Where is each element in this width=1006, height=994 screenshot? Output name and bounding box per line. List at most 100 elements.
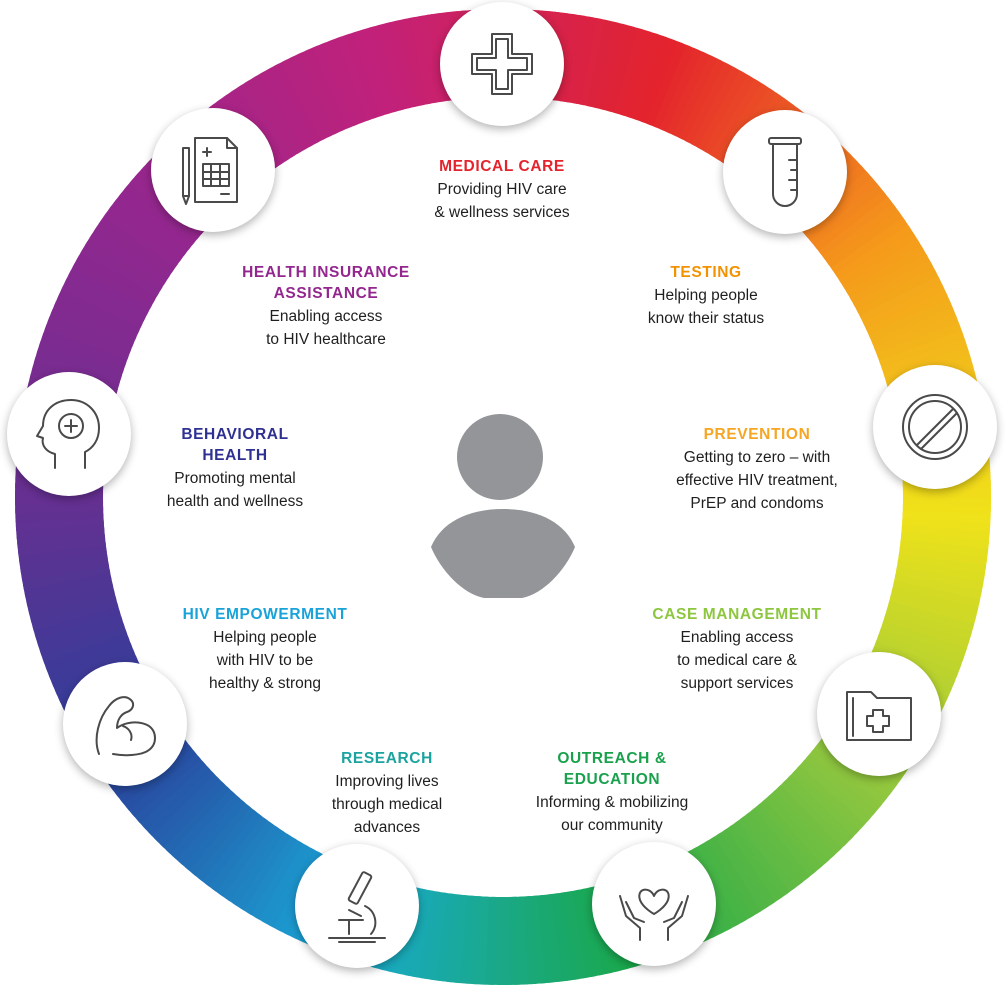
ring-segment xyxy=(103,205,183,268)
service-outreach-education: OUTREACH & EDUCATION Informing & mobiliz… xyxy=(536,748,688,836)
ring-segment xyxy=(633,35,676,123)
service-title: PREVENTION xyxy=(703,426,811,443)
ring-segment xyxy=(806,749,882,815)
service-title: MEDICAL CARE xyxy=(439,158,565,175)
service-title: HEALTH xyxy=(202,447,268,464)
ring-segment xyxy=(136,761,211,830)
test-tube-icon xyxy=(723,110,847,234)
ring-segment xyxy=(818,196,897,260)
pill-icon xyxy=(873,365,997,489)
ring-segment xyxy=(225,826,285,907)
ring-segment xyxy=(838,231,920,289)
ring-segment xyxy=(185,800,251,876)
service-title: TESTING xyxy=(670,264,742,281)
ring-segment xyxy=(734,816,797,896)
ring-segment xyxy=(740,812,804,891)
service-title: BEHAVIORAL xyxy=(181,426,289,443)
service-desc-line: PrEP and condoms xyxy=(690,495,824,512)
service-desc-line: through medical xyxy=(331,796,443,813)
ring-segment xyxy=(761,794,830,869)
ring-segment xyxy=(211,817,274,897)
service-title: CASE MANAGEMENT xyxy=(652,606,822,623)
ring-segment xyxy=(853,260,937,314)
ring-segment xyxy=(125,750,201,817)
service-desc-line: support services xyxy=(680,675,794,692)
ring-segment xyxy=(705,836,762,919)
ring-segment xyxy=(232,829,291,911)
ring-segment xyxy=(810,743,888,809)
service-desc-line: health and wellness xyxy=(166,493,304,510)
ring-segment xyxy=(792,764,866,834)
service-health-insurance-assistance: HEALTH INSURANCE ASSISTANCE Enabling acc… xyxy=(242,262,410,350)
ring-segment xyxy=(717,828,776,910)
ring-segment xyxy=(805,177,881,244)
service-desc-line: Informing & mobilizing xyxy=(535,794,689,811)
service-prevention: PREVENTION Getting to zero – with effect… xyxy=(676,424,838,514)
service-title: ASSISTANCE xyxy=(273,285,379,302)
ring-segment xyxy=(131,755,206,824)
ring-segment xyxy=(178,795,246,871)
service-desc-line: Enabling access xyxy=(680,629,794,646)
ring-segment xyxy=(244,75,301,158)
ring-segment xyxy=(166,786,236,860)
ring-segment xyxy=(160,781,230,854)
ring-segment xyxy=(113,192,191,256)
ring-segment xyxy=(154,776,225,848)
ring-segment xyxy=(787,770,860,840)
ring-segment xyxy=(98,212,178,274)
ring-segment xyxy=(822,203,902,266)
ring-segment xyxy=(148,771,220,842)
ring-segment xyxy=(124,179,200,245)
service-desc-line: to HIV healthcare xyxy=(266,331,386,348)
ring-segment xyxy=(172,791,241,865)
ring-segment xyxy=(198,809,262,887)
ring-segment xyxy=(142,766,216,836)
ring-segment xyxy=(756,799,823,875)
ring-segment xyxy=(699,840,754,923)
ring-segment xyxy=(218,822,280,902)
ring-segment xyxy=(834,224,916,283)
ring-segment xyxy=(801,754,877,822)
service-desc-line: to medical care & xyxy=(677,652,797,669)
service-desc-line: & wellness services xyxy=(434,204,570,221)
ring-segment xyxy=(814,190,891,255)
service-desc-line: with HIV to be xyxy=(216,652,314,669)
service-desc-line: healthy & strong xyxy=(208,675,321,692)
service-title: OUTREACH & xyxy=(557,750,667,767)
service-testing: TESTING Helping people know their status xyxy=(648,262,764,329)
ring-segment xyxy=(237,80,295,162)
ring-segment xyxy=(692,843,747,927)
ring-segment xyxy=(204,813,268,892)
ring-segment xyxy=(93,219,174,279)
service-desc-line: our community xyxy=(561,817,663,834)
service-title: RESEARCH xyxy=(341,750,433,767)
service-desc-line: Enabling access xyxy=(269,308,383,325)
service-desc-line: Providing HIV care xyxy=(437,181,567,198)
service-desc-line: Helping people xyxy=(654,287,758,304)
service-desc-line: know their status xyxy=(647,310,765,327)
ring-segment xyxy=(797,759,871,828)
ring-segment xyxy=(711,832,769,914)
ring-segment xyxy=(120,745,197,811)
ring-segment xyxy=(809,183,886,249)
flexed-arm-icon xyxy=(63,662,187,786)
service-desc-line: advances xyxy=(353,819,421,836)
ring-segment xyxy=(722,824,783,905)
ring-segment xyxy=(108,198,187,262)
ring-segment xyxy=(777,780,848,852)
ring-segment xyxy=(849,253,933,308)
service-research: RESEARCH Improving lives through medical… xyxy=(332,748,442,838)
ring-segment xyxy=(259,67,314,151)
medical-folder-icon xyxy=(817,652,941,776)
ring-segment xyxy=(826,210,906,272)
service-title: HIV EMPOWERMENT xyxy=(182,606,348,623)
ring-segment xyxy=(230,84,289,166)
person-silhouette-icon xyxy=(431,414,575,598)
ring-segment xyxy=(89,226,171,285)
ring-segment xyxy=(842,238,925,295)
ring-segment xyxy=(856,268,941,320)
medical-cross-icon xyxy=(440,2,564,126)
ring-segment xyxy=(266,63,320,147)
